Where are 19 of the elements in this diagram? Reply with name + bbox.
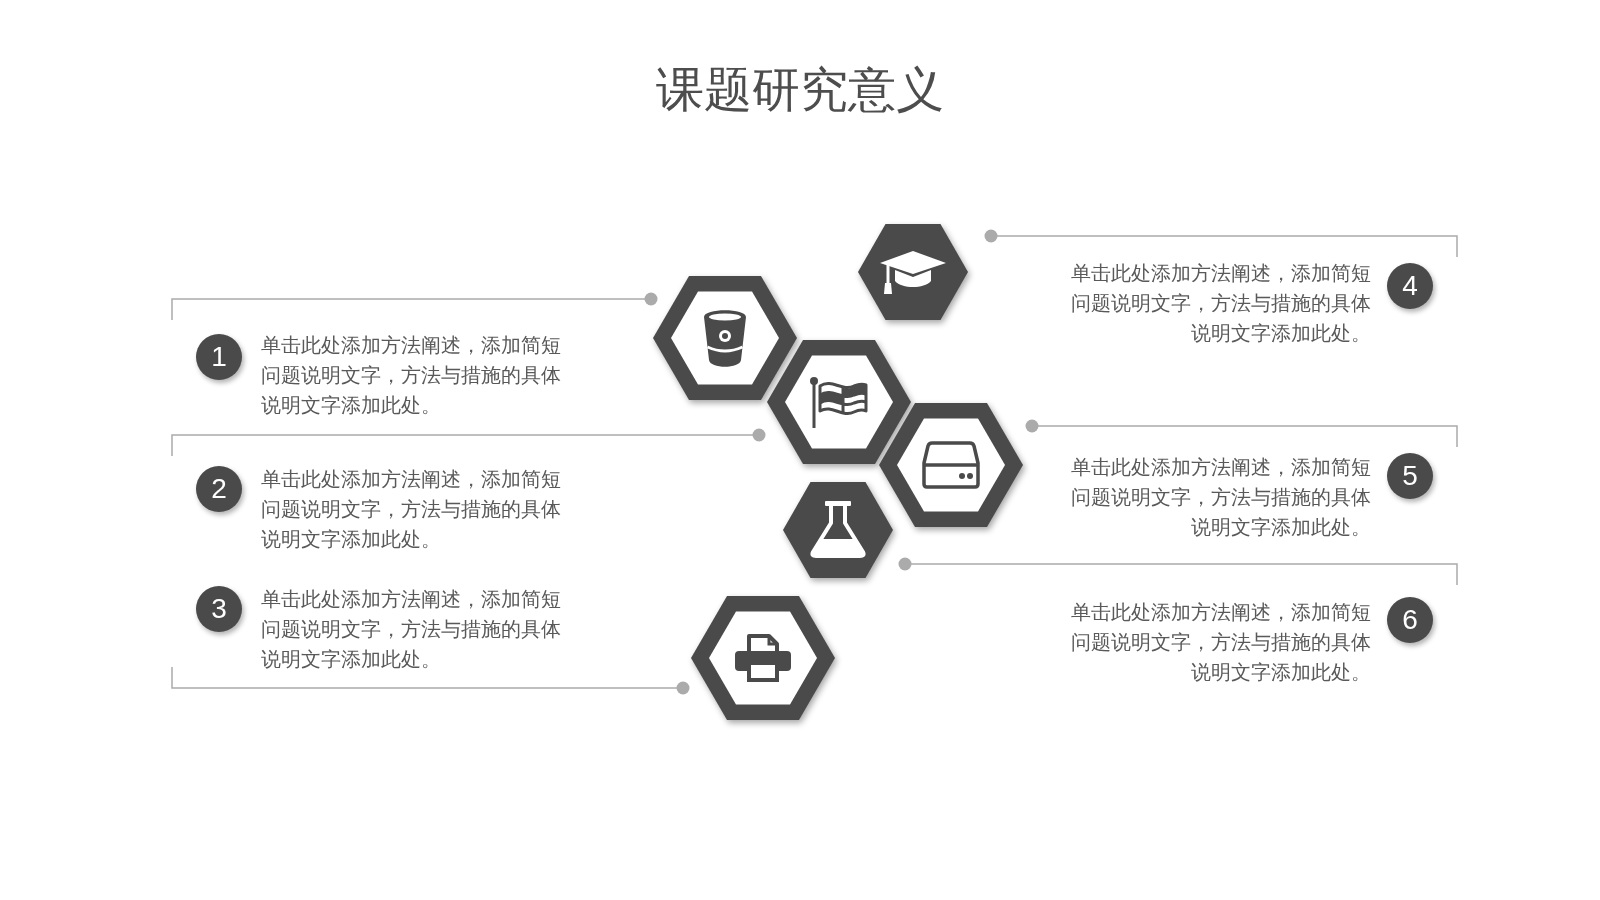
leader-line <box>898 557 1458 586</box>
number-badge: 5 <box>1387 453 1433 499</box>
number-badge: 3 <box>196 586 242 632</box>
description-text: 单击此处添加方法阐述，添加简短问题说明文字，方法与措施的具体说明文字添加此处。 <box>261 586 562 673</box>
leader-line <box>171 666 690 695</box>
description-text: 单击此处添加方法阐述，添加简短问题说明文字，方法与措施的具体说明文字添加此处。 <box>1070 260 1371 347</box>
title: 课题研究意义 <box>656 60 944 119</box>
leader-line <box>171 292 658 321</box>
number-badge: 6 <box>1387 597 1433 643</box>
description-text: 单击此处添加方法阐述，添加简短问题说明文字，方法与措施的具体说明文字添加此处。 <box>261 332 562 419</box>
number-badge: 4 <box>1387 263 1433 309</box>
leader-line <box>1025 419 1458 448</box>
description-text: 单击此处添加方法阐述，添加简短问题说明文字，方法与措施的具体说明文字添加此处。 <box>1070 599 1371 686</box>
description-text: 单击此处添加方法阐述，添加简短问题说明文字，方法与措施的具体说明文字添加此处。 <box>1070 454 1371 541</box>
number-badge: 2 <box>196 466 242 512</box>
number-badge: 1 <box>196 334 242 380</box>
leader-line <box>171 428 766 457</box>
leader-line <box>984 229 1458 258</box>
description-text: 单击此处添加方法阐述，添加简短问题说明文字，方法与措施的具体说明文字添加此处。 <box>261 466 562 553</box>
